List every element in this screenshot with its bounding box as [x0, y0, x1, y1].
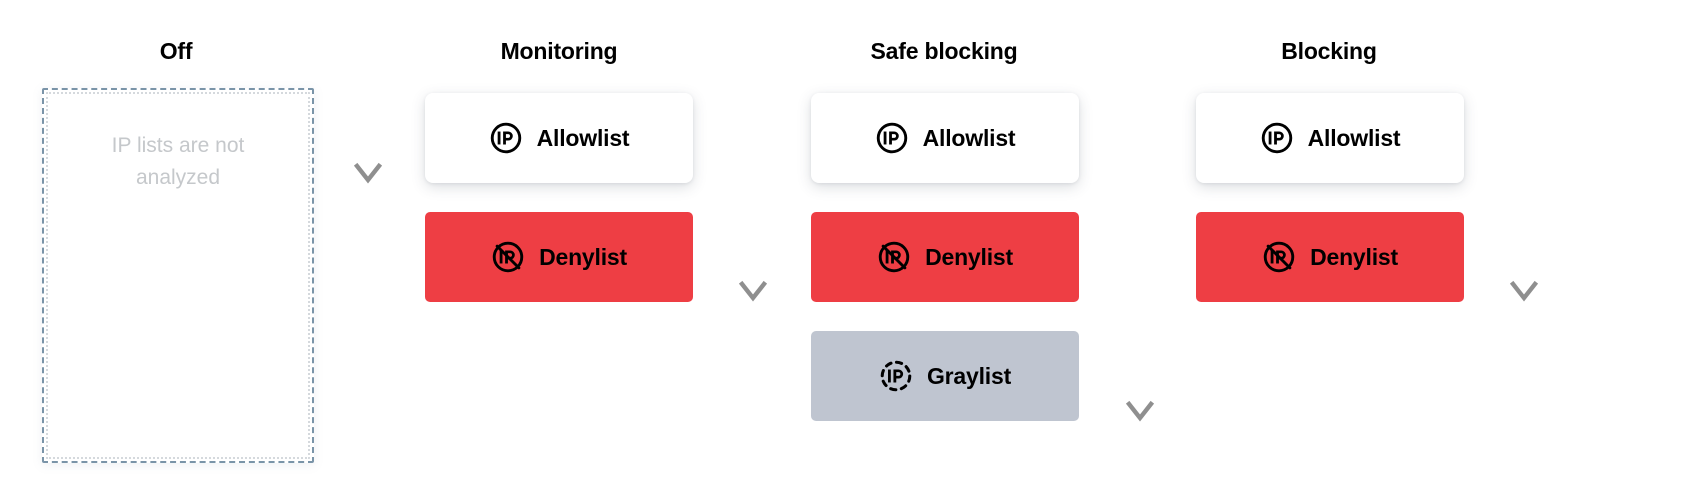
ip-circle-dashed-icon: [879, 359, 913, 393]
card-label: Allowlist: [536, 124, 630, 151]
card-label: Allowlist: [922, 124, 1016, 151]
column-header-off: Off: [159, 38, 193, 64]
arrow-blocking-out: [1509, 88, 1539, 302]
ip-circle-icon: [489, 121, 523, 155]
empty-state-text: IP lists are not analyzed: [111, 134, 245, 189]
card-label: Allowlist: [1307, 124, 1401, 151]
card-label: Graylist: [926, 362, 1012, 389]
card-monitoring-denylist[interactable]: Denylist: [425, 212, 693, 302]
card-monitoring-allowlist[interactable]: Allowlist: [425, 93, 693, 183]
card-label: Denylist: [925, 243, 1013, 270]
card-blocking-denylist[interactable]: Denylist: [1196, 212, 1464, 302]
column-header-safe-blocking: Safe blocking: [870, 38, 1018, 64]
ip-circle-slash-icon: [491, 240, 525, 274]
arrow-safe-blocking-to-blocking: [1125, 88, 1155, 422]
ip-circle-slash-icon: [1262, 240, 1296, 274]
card-safe-blocking-allowlist[interactable]: Allowlist: [811, 93, 1079, 183]
card-blocking-allowlist[interactable]: Allowlist: [1196, 93, 1464, 183]
empty-state-box-off: IP lists are not analyzed: [42, 88, 314, 463]
ip-circle-slash-icon: [877, 240, 911, 274]
card-label: Denylist: [1310, 243, 1398, 270]
arrow-off-to-monitoring: [353, 88, 383, 184]
card-safe-blocking-denylist[interactable]: Denylist: [811, 212, 1079, 302]
column-header-monitoring: Monitoring: [500, 38, 618, 64]
column-header-blocking: Blocking: [1281, 38, 1377, 64]
ip-circle-icon: [875, 121, 909, 155]
arrow-monitoring-to-safe-blocking: [738, 88, 768, 302]
card-safe-blocking-graylist[interactable]: Graylist: [811, 331, 1079, 421]
ip-circle-icon: [1260, 121, 1294, 155]
card-label: Denylist: [539, 243, 627, 270]
